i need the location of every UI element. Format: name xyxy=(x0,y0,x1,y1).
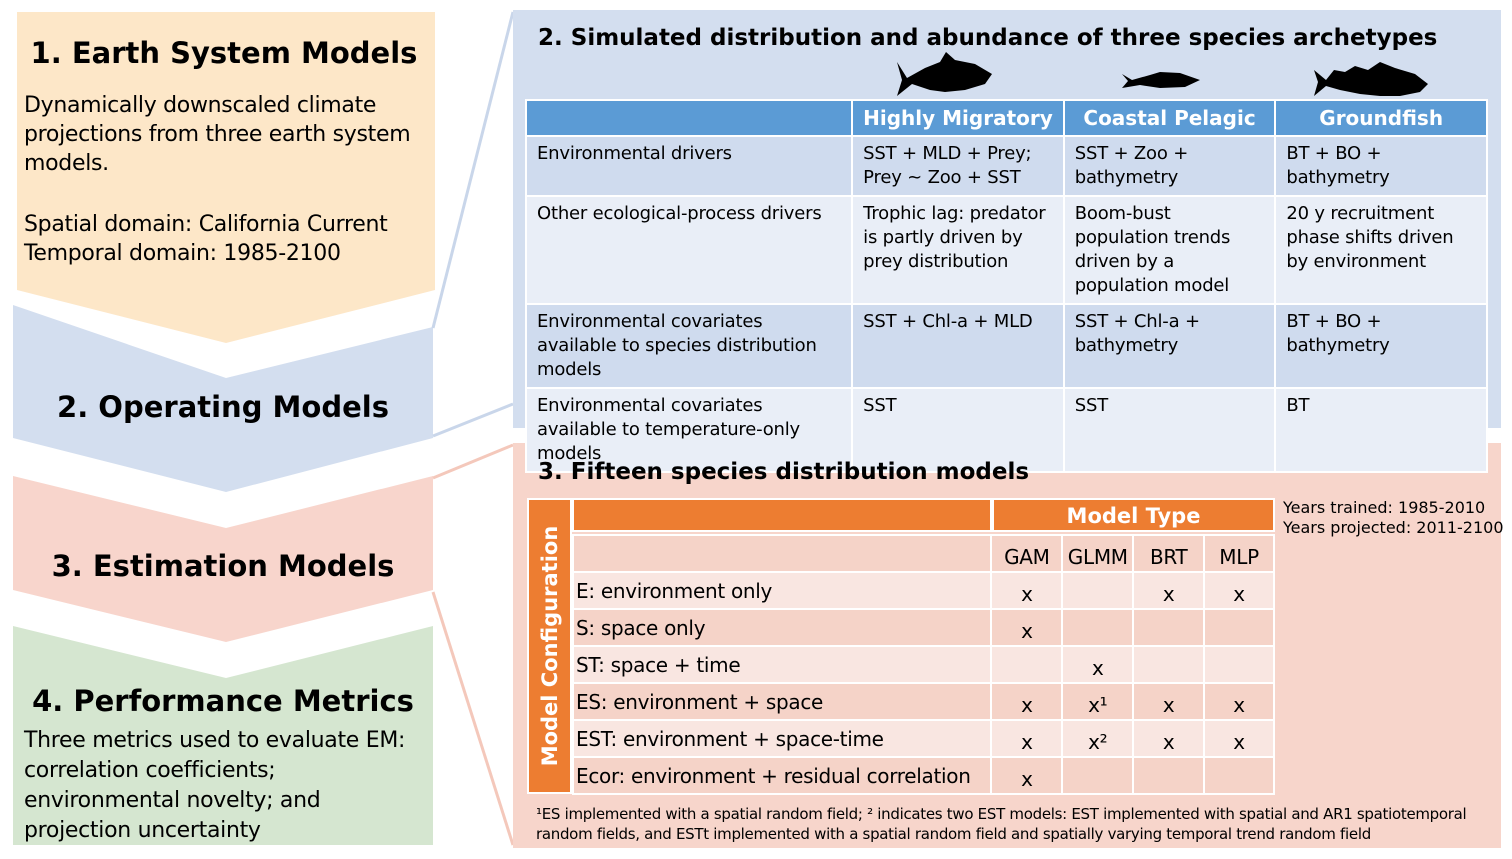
table-cell: x xyxy=(1203,682,1275,721)
footnote: ¹ES implemented with a spatial random fi… xyxy=(536,805,1467,843)
row-label: Environmental covariates available to sp… xyxy=(524,303,854,389)
rockfish-silhouette-icon xyxy=(1314,62,1428,96)
row-label: Other ecological-process drivers xyxy=(524,195,854,305)
table-cell xyxy=(1203,608,1275,647)
table-cell: SST + Chl-a + bathymetry xyxy=(1062,303,1277,389)
col-brt: BRT xyxy=(1132,534,1206,573)
table-cell xyxy=(1132,608,1206,647)
operating-panel-title: 2. Simulated distribution and abundance … xyxy=(538,25,1438,51)
table-cell: x xyxy=(990,756,1064,795)
table-row: ST: space + time x xyxy=(571,645,1275,684)
table-row: Environmental drivers SST + MLD + Prey; … xyxy=(524,135,1488,197)
table-cell xyxy=(1061,756,1135,795)
table-cell: x xyxy=(990,571,1064,610)
table-cell: x xyxy=(990,682,1064,721)
estimation-panel-title: 3. Fifteen species distribution models xyxy=(538,459,1030,485)
table-cell: 20 y recruitment phase shifts driven by … xyxy=(1274,195,1488,305)
table-cell xyxy=(1061,571,1135,610)
years-trained: Years trained: 1985-2010 xyxy=(1283,498,1486,517)
esm-spatial-domain: Spatial domain: California Current xyxy=(24,212,388,237)
table-cell: x xyxy=(1132,682,1206,721)
table-cell: x xyxy=(1132,571,1206,610)
table-cell: BT + BO + bathymetry xyxy=(1274,135,1488,197)
row-label: E: environment only xyxy=(571,571,993,610)
row-label: Ecor: environment + residual correlation xyxy=(571,756,993,795)
estimation-models-title: 3. Estimation Models xyxy=(51,549,395,583)
col-gam: GAM xyxy=(990,534,1064,573)
table-cell xyxy=(1203,756,1275,795)
row-label: ES: environment + space xyxy=(571,682,993,721)
esm-chevron xyxy=(17,12,435,343)
table-cell: SST xyxy=(851,387,1065,473)
table-cell: x xyxy=(1132,719,1206,758)
table-cell: SST xyxy=(1062,387,1277,473)
performance-metrics-title: 4. Performance Metrics xyxy=(32,684,414,718)
tuna-silhouette-icon xyxy=(897,52,992,96)
table-row: Environmental covariates available to te… xyxy=(524,387,1488,473)
years-projected: Years projected: 2011-2100 xyxy=(1283,518,1504,537)
table-cell: SST + Zoo + bathymetry xyxy=(1062,135,1277,197)
table-row: Other ecological-process drivers Trophic… xyxy=(524,195,1488,305)
row-label: Environmental covariates available to te… xyxy=(524,387,854,473)
table-row: Ecor: environment + residual correlation… xyxy=(571,756,1275,795)
col-mlp: MLP xyxy=(1203,534,1275,573)
table-cell: BT xyxy=(1274,387,1488,473)
table-row: Environmental covariates available to sp… xyxy=(524,303,1488,389)
header-blank xyxy=(524,99,854,137)
model-type-header-band xyxy=(572,498,992,532)
row-label: Environmental drivers xyxy=(524,135,854,197)
col-glmm: GLMM xyxy=(1061,534,1135,573)
table-cell: x xyxy=(990,719,1064,758)
table-cell: x¹ xyxy=(1061,682,1135,721)
species-archetype-table: Highly Migratory Coastal Pelagic Groundf… xyxy=(524,99,1488,473)
performance-metrics-description: Three metrics used to evaluate EM: corre… xyxy=(24,728,406,843)
model-configuration-label: Model Configuration xyxy=(527,498,572,794)
table-cell xyxy=(990,645,1064,684)
table-cell: x² xyxy=(1061,719,1135,758)
row-label: ST: space + time xyxy=(571,645,993,684)
row-label: EST: environment + space-time xyxy=(571,719,993,758)
table-cell xyxy=(1203,645,1275,684)
connector-line xyxy=(432,443,514,480)
estimation-chevron xyxy=(13,476,433,642)
esm-title: 1. Earth System Models xyxy=(30,36,418,70)
table-header-row: Highly Migratory Coastal Pelagic Groundf… xyxy=(524,99,1488,137)
header-highly-migratory: Highly Migratory xyxy=(851,99,1065,137)
table-cell: Trophic lag: predator is partly driven b… xyxy=(851,195,1065,305)
model-type-header: Model Type xyxy=(992,498,1275,532)
esm-description: Dynamically downscaled climate projectio… xyxy=(24,93,411,176)
table-cell xyxy=(1132,756,1206,795)
table-cell: BT + BO + bathymetry xyxy=(1274,303,1488,389)
sardine-silhouette-icon xyxy=(1122,72,1200,88)
table-cell: SST + MLD + Prey; Prey ~ Zoo + SST xyxy=(851,135,1065,197)
table-cell: Boom-bust population trends driven by a … xyxy=(1062,195,1277,305)
connector-line xyxy=(432,402,514,438)
header-groundfish: Groundfish xyxy=(1274,99,1488,137)
table-cell: SST + Chl-a + MLD xyxy=(851,303,1065,389)
table-cell xyxy=(1132,645,1206,684)
connector-line xyxy=(431,11,515,329)
metrics-chevron xyxy=(13,626,433,845)
table-cell: x xyxy=(990,608,1064,647)
header-coastal-pelagic: Coastal Pelagic xyxy=(1062,99,1277,137)
row-label: S: space only xyxy=(571,608,993,647)
table-cell: x xyxy=(1203,571,1275,610)
model-type-row: GAM GLMM BRT MLP xyxy=(571,534,1275,573)
esm-temporal-domain: Temporal domain: 1985-2100 xyxy=(24,241,341,266)
table-cell: x xyxy=(1061,645,1135,684)
connector-line xyxy=(431,591,515,846)
table-cell xyxy=(1061,608,1135,647)
operating-chevron xyxy=(13,305,433,492)
operating-models-title: 2. Operating Models xyxy=(57,390,389,424)
table-cell: x xyxy=(1203,719,1275,758)
